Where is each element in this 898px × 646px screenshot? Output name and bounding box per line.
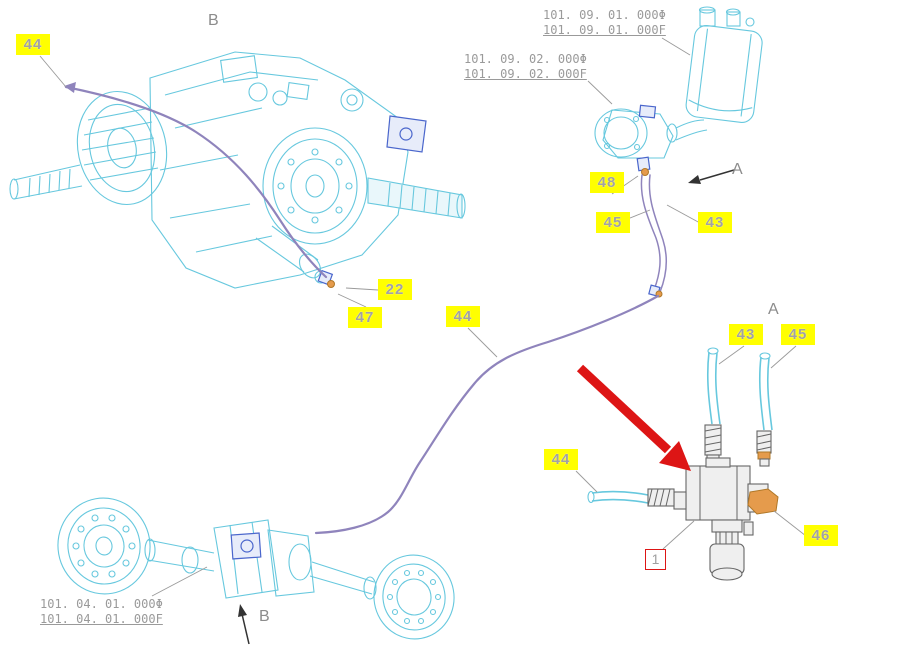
callout-45-lower: 45 <box>781 324 815 345</box>
part-number-line-2: 101. 04. 01. 000F <box>40 612 163 626</box>
fitting-46 <box>747 488 779 515</box>
ref-label-1: 1 <box>645 549 666 570</box>
callout-44-pipe: 44 <box>446 306 480 327</box>
cable-44-drawing <box>64 82 328 279</box>
pipe-44-long <box>314 294 660 535</box>
red-pointer-arrow-icon <box>576 364 691 471</box>
callout-44-cable: 44 <box>16 34 50 55</box>
view-arrow-b-icon <box>238 604 247 617</box>
callout-47: 47 <box>348 307 382 328</box>
view-letter-b-bottom: B <box>259 608 270 625</box>
callout-43-upper: 43 <box>698 212 732 233</box>
callout-48: 48 <box>590 172 624 193</box>
part-number-101-09-02: 101. 09. 02. 000Φ 101. 09. 02. 000F <box>464 52 587 82</box>
pump-flange <box>594 108 648 158</box>
accumulator-body <box>685 25 763 123</box>
view-letter-b-top: B <box>208 12 219 29</box>
part-number-line-1: 101. 09. 02. 000Φ <box>464 52 587 66</box>
part-number-line-1: 101. 09. 01. 000Φ <box>543 8 666 22</box>
callout-44-hose: 44 <box>544 449 578 470</box>
axle-assembly-drawing <box>57 497 455 640</box>
part-number-101-04-01: 101. 04. 01. 000Φ 101. 04. 01. 000F <box>40 597 163 627</box>
view-letter-a-lower: A <box>768 301 779 318</box>
valve-body <box>685 465 751 521</box>
pump-accumulator-drawing <box>594 6 763 298</box>
view-arrow-a-icon <box>688 175 701 184</box>
part-number-line-2: 101. 09. 02. 000F <box>464 67 587 81</box>
callout-43-lower: 43 <box>729 324 763 345</box>
leader-lines <box>39 37 807 597</box>
transmission-assembly-drawing <box>9 51 466 289</box>
view-arrows <box>238 169 735 645</box>
part-number-line-2: 101. 09. 01. 000F <box>543 23 666 37</box>
cable-fitting-seal <box>327 280 335 288</box>
axle-pump <box>230 532 262 560</box>
part-number-line-1: 101. 04. 01. 000Φ <box>40 597 163 611</box>
callout-22: 22 <box>378 279 412 300</box>
callout-45-upper: 45 <box>596 212 630 233</box>
valve-assembly-drawing <box>587 347 779 581</box>
callout-46: 46 <box>804 525 838 546</box>
part-number-101-09-01: 101. 09. 01. 000Φ 101. 09. 01. 000F <box>543 8 666 38</box>
view-letter-a-upper: A <box>732 161 743 178</box>
